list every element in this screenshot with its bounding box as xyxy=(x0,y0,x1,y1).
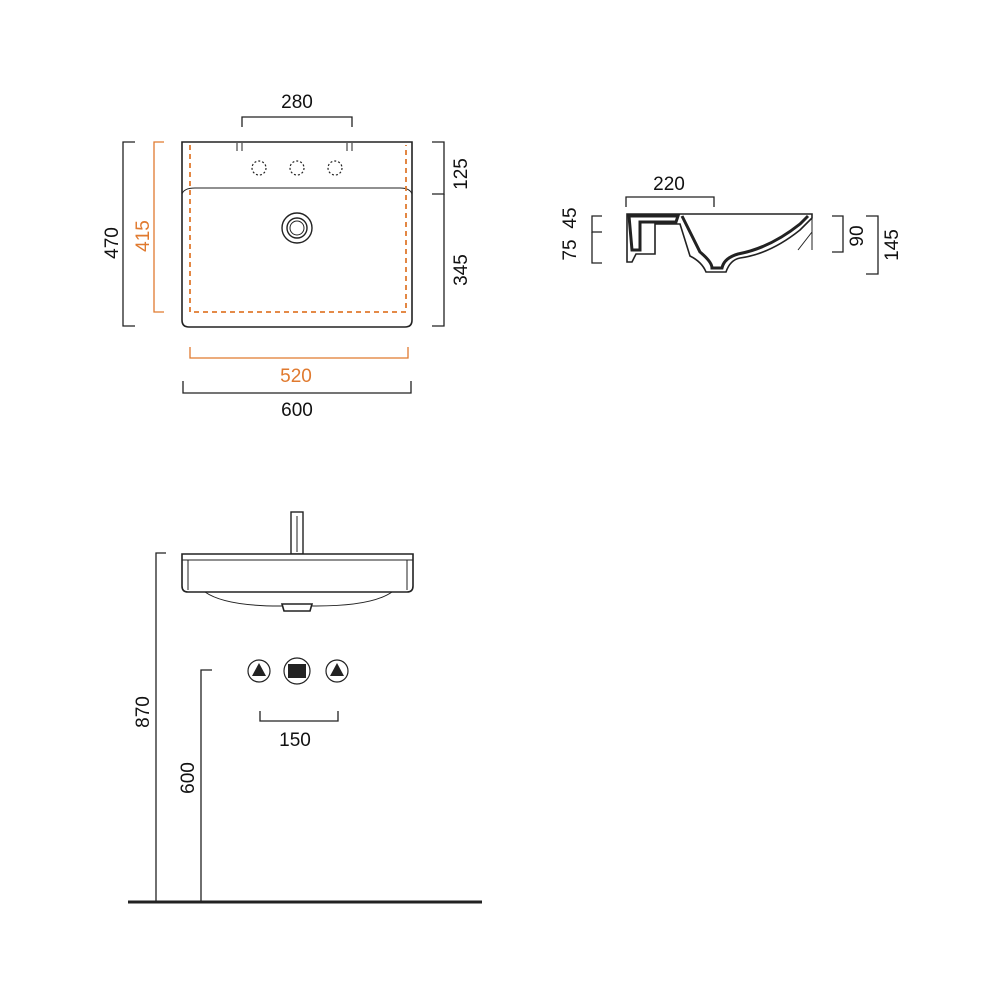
back-support xyxy=(797,231,813,251)
dim-label-280: 280 xyxy=(281,92,313,113)
section-view: 220 45 75 90 145 xyxy=(560,174,903,275)
dim-bracket-75 xyxy=(591,232,602,264)
dim-label-90: 90 xyxy=(847,225,868,246)
wall-outlets xyxy=(247,657,349,685)
tap-hole-right xyxy=(327,160,343,176)
drain-outlet-square-icon xyxy=(288,664,306,678)
dim-bracket-470 xyxy=(122,141,135,327)
dim-bracket-220 xyxy=(625,196,715,207)
dim-label-470: 470 xyxy=(102,227,123,259)
tap-hole-markers xyxy=(236,143,353,176)
tap-hole-center xyxy=(289,160,305,176)
dim-label-870: 870 xyxy=(133,696,154,728)
dim-bracket-45 xyxy=(591,215,602,233)
basin-front-outline xyxy=(181,553,414,593)
dim-label-600-height: 600 xyxy=(178,762,199,794)
dim-label-45: 45 xyxy=(560,207,581,228)
dim-bracket-280 xyxy=(241,116,353,127)
dim-label-415: 415 xyxy=(133,220,154,252)
ledge-line xyxy=(181,187,413,195)
dim-bracket-90 xyxy=(832,215,844,253)
dim-bracket-125 xyxy=(432,141,445,195)
tap-hole-left xyxy=(251,160,267,176)
valve-right-arrow-icon xyxy=(330,663,344,676)
dim-label-520: 520 xyxy=(280,366,312,387)
drain xyxy=(281,212,313,244)
dim-label-345: 345 xyxy=(451,254,472,286)
front-view: 150 870 600 xyxy=(128,511,482,904)
drain-outlet xyxy=(280,603,314,612)
dim-label-220: 220 xyxy=(653,174,685,195)
valve-left-arrow-icon xyxy=(252,663,266,676)
top-view: 280 470 415 125 345 520 600 xyxy=(102,92,472,421)
basin-section-outline xyxy=(626,213,813,273)
dim-bracket-345 xyxy=(432,194,445,327)
dim-bracket-520 xyxy=(189,347,409,359)
dim-label-125: 125 xyxy=(451,158,472,190)
dim-bracket-600 xyxy=(182,381,412,394)
dim-bracket-415 xyxy=(153,141,164,313)
dim-bracket-600-height xyxy=(200,669,212,902)
dim-bracket-870 xyxy=(155,552,166,902)
section-wall-fill xyxy=(627,214,810,270)
inner-outline-dashed xyxy=(189,145,407,313)
dim-bracket-145 xyxy=(866,215,879,275)
dim-label-150: 150 xyxy=(279,730,311,751)
dim-label-75: 75 xyxy=(560,239,581,260)
dim-label-145: 145 xyxy=(882,229,903,261)
dim-bracket-150 xyxy=(259,711,339,722)
dim-label-600: 600 xyxy=(281,400,313,421)
